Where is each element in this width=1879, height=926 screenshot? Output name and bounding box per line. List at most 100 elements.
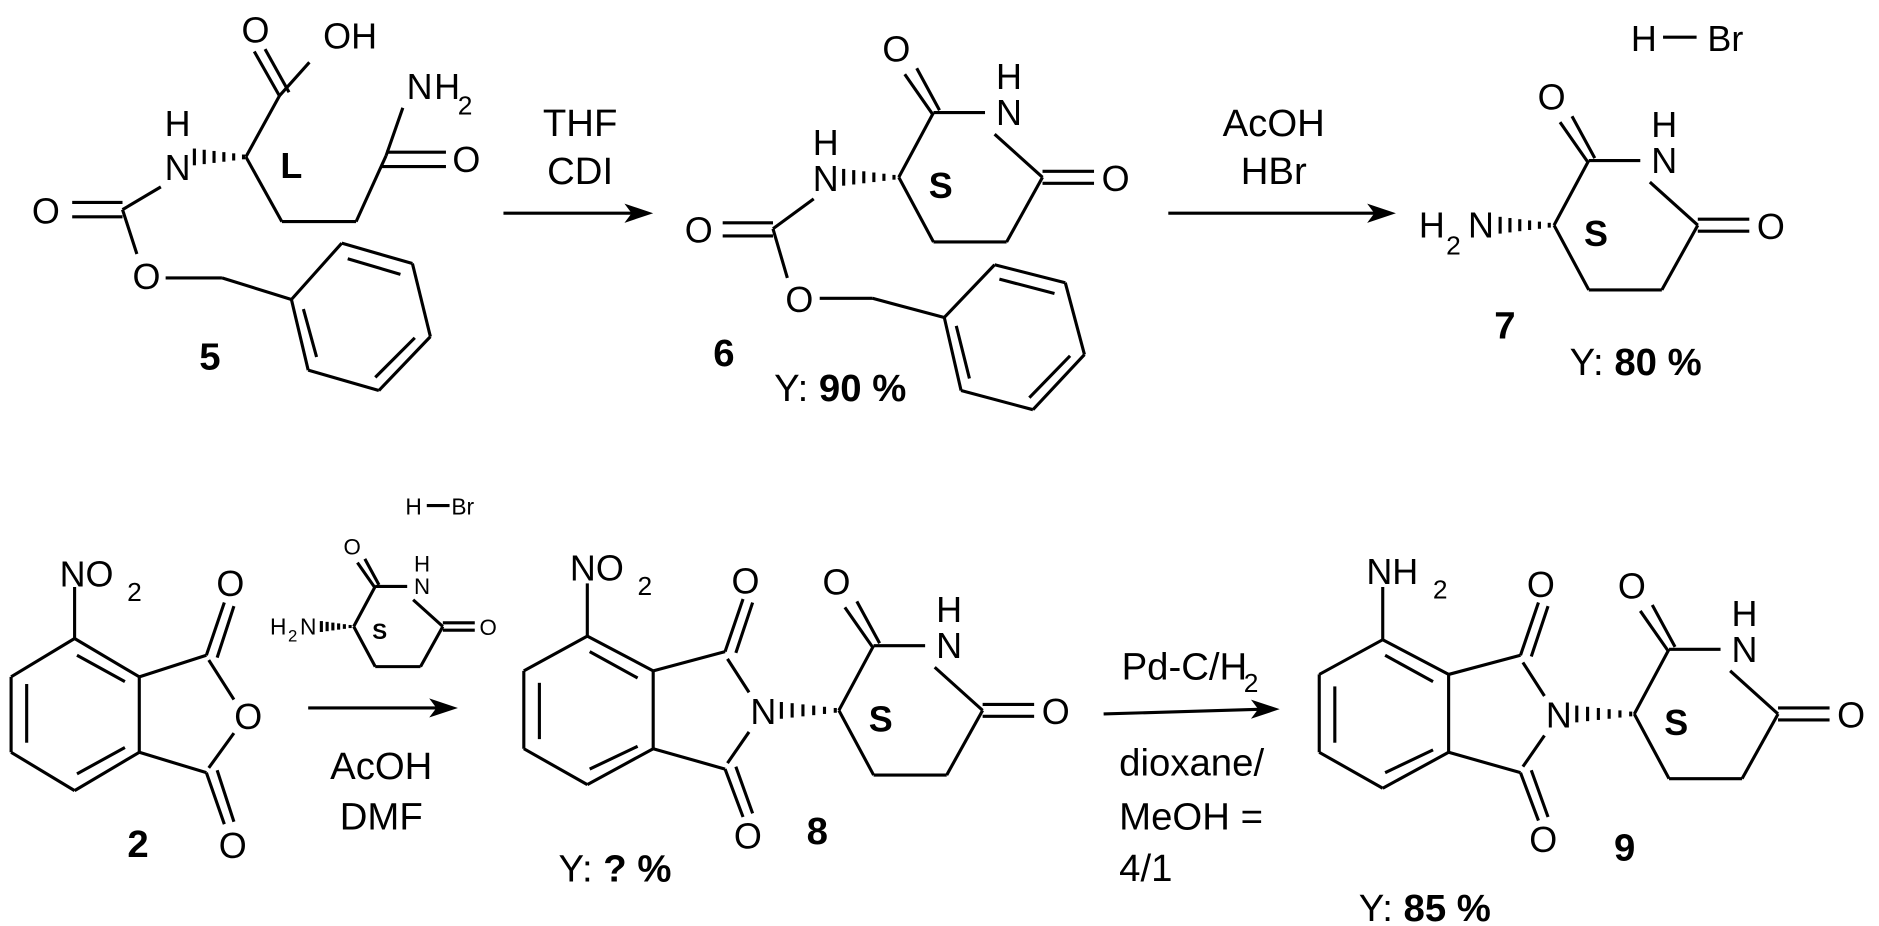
atom-label: O <box>734 816 762 857</box>
yield-value: 85 % <box>1404 887 1491 926</box>
reagent-label: AcOH <box>330 745 432 788</box>
ring-bond <box>1065 283 1084 355</box>
atom-label: O <box>1837 695 1865 736</box>
step-2-arrow: AcOH HBr <box>1168 102 1396 223</box>
carbonyl-double-bond <box>917 68 940 110</box>
stereo-label: S <box>1584 213 1608 254</box>
atom-label: O <box>882 29 910 70</box>
bond-line <box>1662 225 1698 290</box>
atom-label: N <box>1651 140 1677 181</box>
reagent-label: THF <box>543 102 618 145</box>
atom-label: O <box>452 139 480 180</box>
step-3-reagent: ONHOSH2NHBr <box>270 494 497 667</box>
atom-label: OH <box>323 15 377 56</box>
step-3-arrow: AcOH DMF <box>308 698 458 838</box>
arrow-shaft <box>1104 709 1263 714</box>
aromatic-double-bond <box>590 746 638 769</box>
salt-label: H <box>405 494 421 520</box>
atom-label: N <box>750 691 776 732</box>
compound-6: ONHOSNHOO6Y: 90 % <box>685 29 1130 410</box>
yield-prefix: Y: <box>1359 887 1404 926</box>
compound-5: OOHNHLONH2OO5 <box>32 9 480 390</box>
carbonyl-double-bond <box>265 49 289 92</box>
atom-label: O <box>823 562 851 603</box>
salt-label: H <box>1631 18 1657 59</box>
ring-bond <box>524 636 587 671</box>
ring-bond <box>308 370 379 390</box>
aromatic-double-bond <box>590 652 638 678</box>
subscript: 2 <box>127 577 142 607</box>
aromatic-double-bond <box>956 326 969 379</box>
compound-number: 6 <box>713 332 734 375</box>
atom-label: O <box>1538 77 1566 118</box>
bond-line <box>413 600 443 627</box>
reagent-label: AcOH <box>1223 102 1325 145</box>
aromatic-double-bond <box>303 309 316 357</box>
bond-line <box>1742 714 1778 779</box>
stereo-label: S <box>869 698 893 739</box>
bond-line <box>935 667 983 710</box>
bond-line <box>727 659 749 693</box>
atom-label: H <box>813 122 839 163</box>
yield-value: ? % <box>603 847 671 890</box>
yield-text: Y: ? % <box>559 847 672 890</box>
subscript: 2 <box>637 571 652 601</box>
bond-line <box>246 96 280 157</box>
atom-label: O <box>1529 819 1557 860</box>
bond-line <box>123 187 161 210</box>
bond-line <box>421 627 443 667</box>
salt-label: Br <box>451 494 474 520</box>
bond-line <box>773 229 787 278</box>
bond-line <box>139 655 206 677</box>
atom-label: O <box>1527 564 1555 605</box>
ring-bond <box>524 749 587 785</box>
atom-label: O <box>234 696 262 737</box>
compound-number: 2 <box>127 823 148 866</box>
substituent-label: NO <box>60 553 114 594</box>
aromatic-double-bond <box>348 259 401 275</box>
aromatic-double-bond <box>77 748 125 774</box>
reagent-label: HBr <box>1241 150 1307 193</box>
bond-line <box>773 199 814 229</box>
substituent-label: NH <box>1366 551 1418 592</box>
bond-line <box>727 732 749 763</box>
ring-bond <box>412 264 430 337</box>
atom-label: N <box>1732 629 1758 670</box>
atom-label: H <box>1732 593 1758 634</box>
ring-bond <box>1033 355 1085 410</box>
yield-text: Y: 80 % <box>1570 340 1702 383</box>
bond-line <box>246 157 282 222</box>
compound-number: 8 <box>807 810 828 853</box>
yield-prefix: Y: <box>559 847 604 890</box>
bond-line <box>1449 752 1521 772</box>
compound-number: 5 <box>199 335 220 378</box>
bond-line <box>1007 177 1043 242</box>
bond-line <box>947 710 983 775</box>
atom-label: O <box>785 279 813 320</box>
aromatic-double-bond <box>1385 655 1433 681</box>
atom-label: O <box>1757 206 1785 247</box>
carbonyl-double-bond <box>1640 611 1668 651</box>
compound-2: NO2OOO2 <box>11 553 262 866</box>
bond-line <box>872 298 944 317</box>
atom-label: O <box>216 563 244 604</box>
stereo-label: L <box>280 145 302 186</box>
atom-label: O <box>731 560 759 601</box>
step-1-arrow: THFCDI <box>503 102 653 223</box>
atom-label: N <box>407 66 433 107</box>
ring-bond <box>944 317 961 390</box>
ring-bond <box>587 636 653 671</box>
atom-label: O <box>219 825 247 866</box>
atom-label: H <box>165 103 191 144</box>
aromatic-double-bond <box>1385 750 1433 773</box>
atom-label: N <box>165 147 191 188</box>
ring-bond <box>11 638 74 676</box>
bond-line <box>386 108 403 156</box>
reagent-label: 4/1 <box>1119 847 1172 890</box>
atom-label: N <box>813 158 839 199</box>
bond-line <box>1650 182 1698 225</box>
yield-text: Y: 85 % <box>1359 887 1491 926</box>
ring-bond <box>1319 752 1382 788</box>
bond-line <box>209 660 234 700</box>
reagent-label: DMF <box>340 795 423 838</box>
